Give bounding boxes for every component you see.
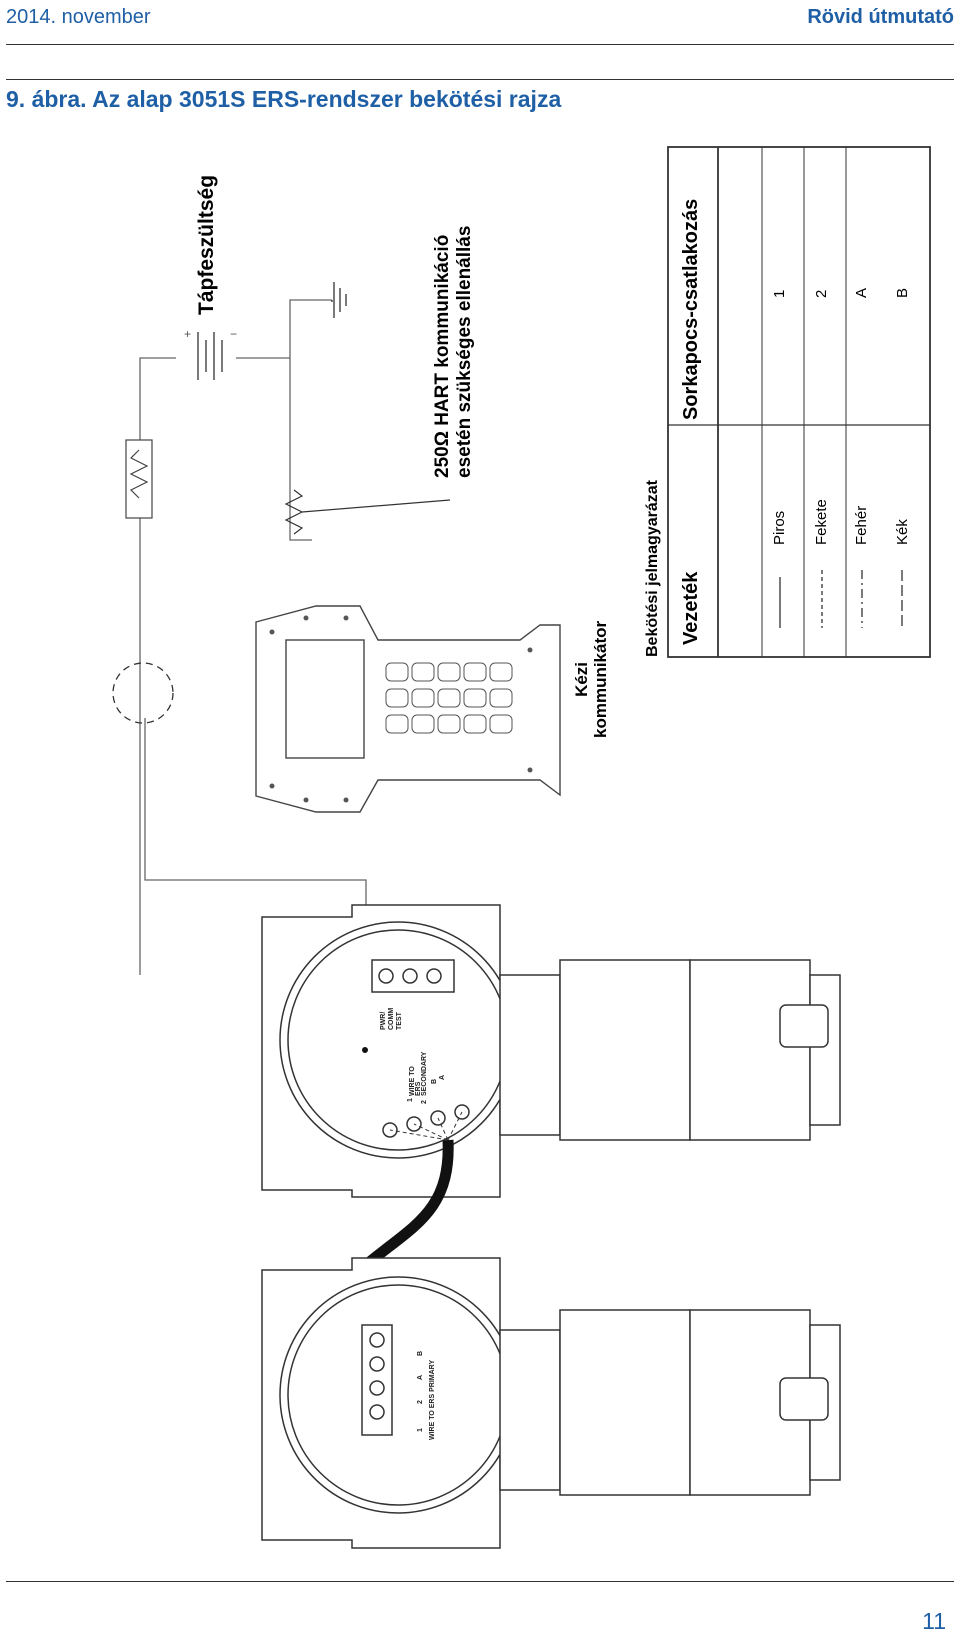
legend-col-terminal: Sorkapocs-csatlakozás: [680, 198, 702, 420]
svg-text:SECONDARY: SECONDARY: [421, 1051, 428, 1096]
secondary-terminal-labels: PWR/ COMM TEST WIRE TO ERS SECONDARY 1 2…: [380, 1008, 446, 1104]
svg-text:+: +: [184, 327, 191, 341]
header-date: 2014. november: [6, 6, 151, 28]
power-supply-label: Tápfeszültség: [195, 174, 218, 315]
svg-text:−: −: [230, 327, 237, 341]
svg-text:1: 1: [407, 1098, 414, 1102]
legend-row-1-color: Piros: [771, 510, 788, 545]
svg-text:2: 2: [421, 1100, 428, 1104]
figure-title: 9. ábra. Az alap 3051S ERS-rendszer bekö…: [6, 86, 562, 112]
ground-icon: [331, 282, 347, 318]
pwr-comm-label: PWR/: [380, 1012, 387, 1030]
svg-text:WIRE TO ERS PRIMARY: WIRE TO ERS PRIMARY: [429, 1360, 436, 1440]
potentiometer-symbol: [284, 489, 451, 535]
primary-transmitter-drawing: [261, 1257, 841, 1549]
svg-text:B: B: [431, 1079, 438, 1084]
footer-rule: [6, 1581, 954, 1582]
legend-col-wire: Vezeték: [680, 571, 702, 645]
legend-row-2-terminal: 2: [813, 289, 830, 298]
legend-wire-samples: [779, 570, 903, 628]
svg-text:A: A: [417, 1375, 424, 1380]
header-guide-title: Rövid útmutató: [807, 6, 954, 28]
svg-text:2: 2: [417, 1400, 424, 1404]
svg-text:ERS: ERS: [415, 1081, 422, 1096]
power-supply-symbol: + −: [184, 327, 237, 380]
svg-text:COMM: COMM: [388, 1008, 395, 1030]
header-rule: [6, 44, 954, 45]
hart-resistor-label: 250Ω HART kommunikáció esetén szükséges …: [432, 225, 475, 478]
svg-text:WIRE TO: WIRE TO: [409, 1066, 416, 1096]
wiring-legend-table: [667, 146, 931, 658]
test-connection-circle: [112, 662, 174, 724]
handheld-communicator-drawing: [255, 605, 561, 813]
page-number: 11: [922, 1608, 946, 1634]
svg-text:1: 1: [417, 1428, 424, 1432]
legend-row-1-terminal: 1: [771, 289, 788, 298]
legend-row-4-color: Kék: [894, 519, 911, 545]
title-rule: [6, 79, 954, 80]
svg-text:A: A: [439, 1075, 446, 1080]
primary-terminal-labels: 1 2 A B WIRE TO ERS PRIMARY: [417, 1351, 436, 1440]
cable-conductors-upper: [389, 1111, 463, 1141]
legend-row-2-color: Fekete: [813, 499, 830, 545]
svg-text:B: B: [417, 1351, 424, 1356]
secondary-transmitter-drawing: [261, 904, 841, 1198]
handheld-communicator-label: Kézi kommunikátor: [572, 620, 610, 738]
legend-row-3-color: Fehér: [853, 505, 870, 545]
resistor-symbol: [125, 439, 153, 519]
svg-text:TEST: TEST: [396, 1011, 403, 1030]
legend-row-3-terminal: A: [853, 287, 870, 298]
legend-title: Bekötési jelmagyarázat: [644, 480, 661, 657]
legend-row-4-terminal: B: [894, 287, 911, 298]
